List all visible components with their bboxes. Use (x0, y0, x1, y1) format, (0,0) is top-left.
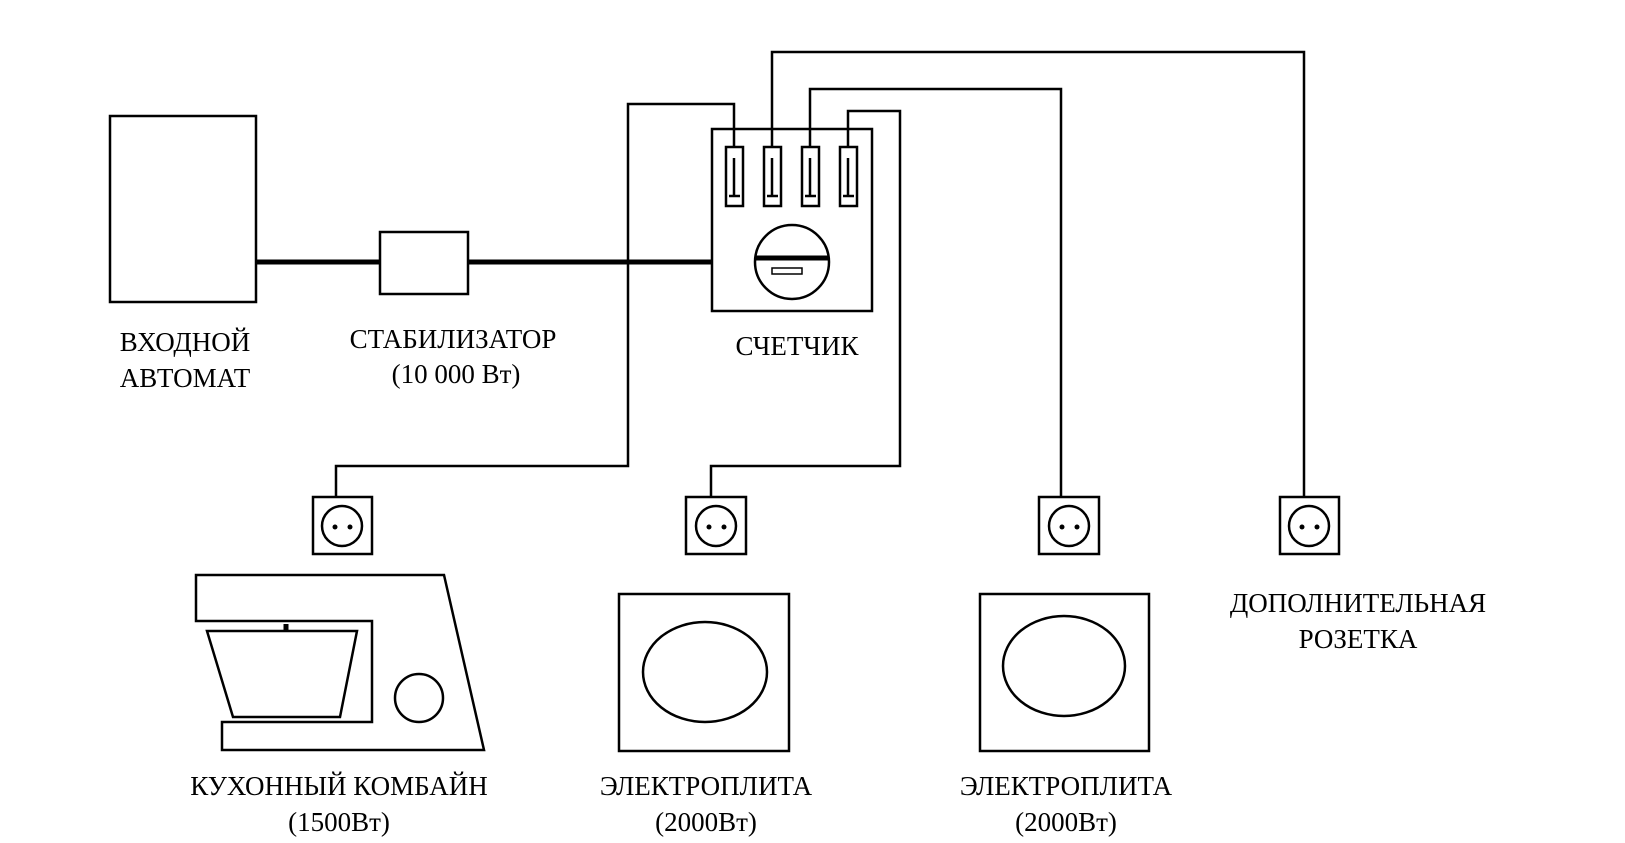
stove1-label-line1: ЭЛЕКТРОПЛИТА (600, 771, 813, 801)
socket-mixer-icon (311, 495, 374, 556)
input-breaker-box (108, 114, 258, 304)
kitchen-mixer-icon (194, 573, 486, 752)
socket-extra-icon (1278, 495, 1341, 556)
stabilizer-label-line1: СТАБИЛИЗАТОР (350, 324, 557, 354)
meter-label: СЧЕТЧИК (736, 331, 860, 361)
socket-stove1-icon (684, 495, 748, 556)
wire-stove2 (808, 87, 1063, 497)
socket-stove2-icon (1037, 495, 1101, 556)
stove1-label-line2: (2000Вт) (655, 807, 757, 837)
wire-stove1 (709, 109, 902, 497)
extra-socket-label-line2: РОЗЕТКА (1299, 624, 1418, 654)
stove2-label-line1: ЭЛЕКТРОПЛИТА (960, 771, 1173, 801)
breaker-label-line1: ВХОДНОЙ (120, 327, 251, 357)
meter-icon (710, 127, 874, 313)
stove1-icon (617, 592, 791, 753)
mixer-label-line2: (1500Вт) (288, 807, 390, 837)
wire-mixer (334, 102, 736, 497)
breaker-label-line2: АВТОМАТ (120, 363, 251, 393)
stove2-icon (978, 592, 1151, 753)
wire-extra-socket (770, 50, 1306, 497)
mixer-label-line1: КУХОННЫЙ КОМБАЙН (190, 771, 488, 801)
stove2-label-line2: (2000Вт) (1015, 807, 1117, 837)
extra-socket-label-line1: ДОПОЛНИТЕЛЬНАЯ (1230, 588, 1486, 618)
stabilizer-box (378, 230, 470, 296)
stabilizer-label-line2: (10 000 Вт) (392, 359, 521, 389)
